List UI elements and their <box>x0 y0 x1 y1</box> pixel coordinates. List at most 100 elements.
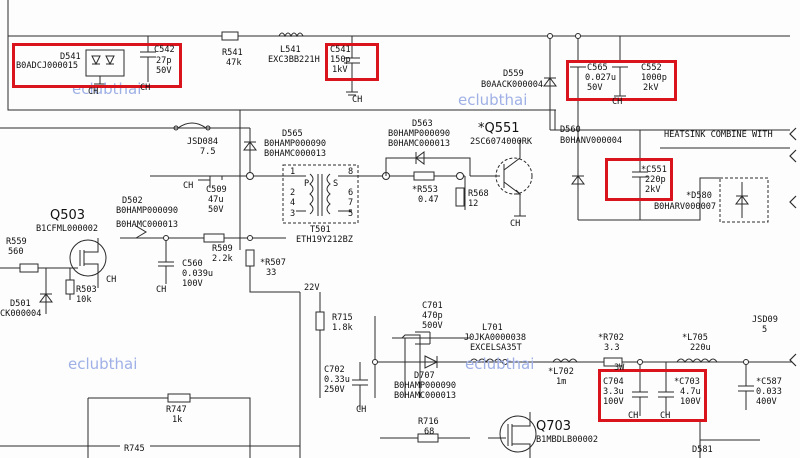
r568-ref: R568 <box>468 189 489 199</box>
l705-value: 220u <box>690 343 711 353</box>
d502-ref: D502 <box>122 196 143 206</box>
offpage-connector-icon <box>789 127 797 367</box>
jsd084-ref: JSD084 <box>187 137 219 147</box>
l541-ref: L541 <box>280 45 301 55</box>
c541-voltage: 1kV <box>332 65 348 75</box>
c702-voltage: 250V <box>324 385 345 395</box>
d707-part-1: B0HAMP000090 <box>394 381 457 391</box>
c565-value: 0.027u <box>585 73 617 83</box>
ground-ch: CH <box>156 285 167 295</box>
r503-ref: R503 <box>76 285 97 295</box>
c542-voltage: 50V <box>156 66 172 76</box>
r503-value: 10k <box>76 295 92 305</box>
c551-ref: *C551 <box>641 165 667 175</box>
r702-ref: *R702 <box>598 333 624 343</box>
ground-ch: CH <box>140 83 151 93</box>
r553-ref: *R553 <box>412 185 438 195</box>
c565-ref: C565 <box>587 63 608 73</box>
r715-value: 1.8k <box>332 323 353 333</box>
q551-part: 2SC6074000RK <box>470 137 533 147</box>
t501-primary-mark: P <box>304 179 310 189</box>
ground-ch: CH <box>612 97 623 107</box>
q503-ref: Q503 <box>50 208 86 223</box>
c542-ref: C542 <box>154 45 175 55</box>
jsd084-value: 7.5 <box>200 147 216 157</box>
d565-part-2: B0HAMC000013 <box>264 149 327 159</box>
l702-ref: *L702 <box>548 367 574 377</box>
d541-ref: D541 <box>60 52 81 62</box>
c509-voltage: 50V <box>208 205 224 215</box>
c704-value: 3.3u <box>603 387 624 397</box>
c703-value: 4.7u <box>680 387 701 397</box>
c704-voltage: 100V <box>603 397 624 407</box>
c701-voltage: 500V <box>422 321 443 331</box>
c552-value: 1000p <box>641 73 667 83</box>
r716-ref: R716 <box>418 417 439 427</box>
l702-value: 1m <box>556 377 567 387</box>
d563-ref: D563 <box>412 119 433 129</box>
d563-part-2: B0HAMC000013 <box>388 139 451 149</box>
c541-ref: C541 <box>330 45 351 55</box>
jsd09-ref: JSD09 <box>752 315 778 325</box>
c704-ref: C704 <box>603 377 624 387</box>
ground-ch: CH <box>510 219 521 229</box>
rail-22v: 22V <box>304 283 320 293</box>
r559-ref: R559 <box>6 237 27 247</box>
ground-ch: CH <box>356 405 367 415</box>
ground-ch: CH <box>106 275 117 285</box>
d581-ref: D581 <box>692 445 713 455</box>
c541-value: 150p <box>330 55 351 65</box>
q703-part: B1MBDLB00002 <box>536 435 599 445</box>
t501-pin-4: 4 <box>290 198 296 208</box>
c587-ref: *C587 <box>756 377 782 387</box>
l541-part: EXC3BB221H <box>268 55 320 65</box>
q551-ref: *Q551 <box>478 121 520 136</box>
d559-ref: D559 <box>503 69 524 79</box>
d541-part: B0ADCJ000015 <box>16 61 79 71</box>
c702-value: 0.33u <box>324 375 350 385</box>
ground-ch: CH <box>660 411 671 421</box>
c560-ref: C560 <box>182 259 203 269</box>
jsd09-value: 5 <box>762 325 768 335</box>
c551-value: 220p <box>645 175 666 185</box>
d565-ref: D565 <box>282 129 303 139</box>
c552-voltage: 2kV <box>643 83 659 93</box>
l701-part-2: EXCELSA35T <box>470 343 522 353</box>
d501-ref: D501 <box>10 299 31 309</box>
r509-ref: R509 <box>212 244 233 254</box>
r702-power: 3W <box>614 363 625 373</box>
d707-ref: D707 <box>414 371 435 381</box>
r747-value: 1k <box>172 415 183 425</box>
t501-pin-2: 2 <box>290 188 296 198</box>
c702-ref: C702 <box>324 365 345 375</box>
t501-secondary-mark: S <box>333 179 339 189</box>
t501-pin-6: 6 <box>348 188 354 198</box>
highlight-box-c565-c552 <box>566 60 677 101</box>
watermark: eclubthai <box>68 355 138 373</box>
d560-part: B0HANV000004 <box>560 136 623 146</box>
c542-value: 27p <box>156 56 172 66</box>
c560-value: 0.039u <box>182 269 214 279</box>
t501-pin-1: 1 <box>290 167 296 177</box>
l705-ref: *L705 <box>682 333 708 343</box>
highlight-box-c551 <box>605 158 673 201</box>
c587-value: 0.033 <box>756 387 782 397</box>
d707-part-2: B0HAMC000013 <box>394 391 457 401</box>
l701-ref: L701 <box>482 323 503 333</box>
d580-part: B0HARV000007 <box>654 202 717 212</box>
highlight-box-c704-c703 <box>598 369 707 422</box>
d502-part-1: B0HAMP000090 <box>116 206 179 216</box>
r715-ref: R715 <box>332 313 353 323</box>
d580-ref: *D580 <box>686 191 712 201</box>
d559-part: B0AACK000004 <box>481 80 544 90</box>
c509-ref: C509 <box>206 185 227 195</box>
c701-ref: C701 <box>422 301 443 311</box>
d501-part: CK000004 <box>0 309 42 319</box>
r553-value: 0.47 <box>418 195 439 205</box>
c509-value: 47u <box>208 195 224 205</box>
r568-value: 12 <box>468 199 479 209</box>
t501-ref: T501 <box>310 225 331 235</box>
r747-ref: R747 <box>166 405 187 415</box>
d563-part-1: B0HAMP000090 <box>388 129 451 139</box>
